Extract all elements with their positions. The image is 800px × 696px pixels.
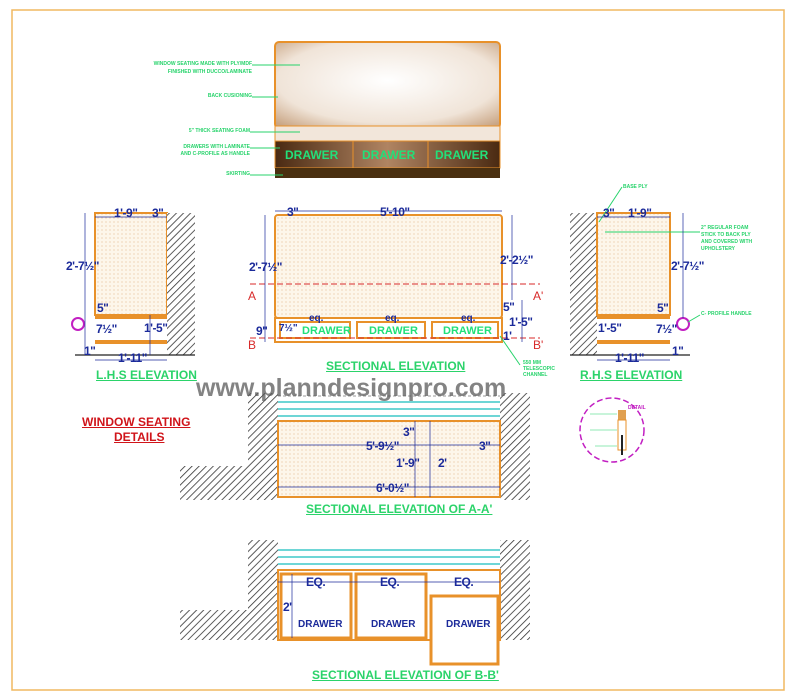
aa-dim-outer-width: 6'-0½"	[376, 481, 409, 495]
lhs-dim-1-5: 1'-5"	[144, 321, 168, 335]
rhs-note-foam-2: STICK TO BACK PLY	[701, 232, 751, 238]
rhs-title: R.H.S ELEVATION	[580, 368, 683, 382]
bb-drawer-2: DRAWER	[371, 619, 416, 630]
rhs-dim-1: 1"	[672, 344, 684, 358]
sec-drawer-2: DRAWER	[369, 325, 418, 337]
heading-line-1: WINDOW SEATING	[82, 415, 191, 429]
note-window-seating: WINDOW SEATING MADE WITH PLY/MDF	[153, 61, 252, 67]
note-c-profile: AND C-PROFILE AS HANDLE	[180, 151, 250, 157]
section-aa-drawing	[180, 393, 530, 500]
sec-dim-5: 5"	[503, 300, 515, 314]
rhs-dim-width: 1'-9"	[628, 206, 652, 220]
section-mark-b: B	[248, 338, 257, 352]
rhs-note-foam-1: 2" REGULAR FOAM	[701, 225, 749, 231]
bb-eq-3: EQ.	[454, 575, 474, 589]
rhs-note-foam-3: AND COVERED WITH	[701, 239, 753, 245]
rhs-dim-1-5: 1'-5"	[598, 321, 622, 335]
lhs-dim-1: 1"	[84, 344, 96, 358]
lhs-title: L.H.S ELEVATION	[96, 368, 197, 382]
sec-dim-3: 3"	[287, 205, 299, 219]
sec-eq-1: eq.	[309, 313, 324, 324]
rhs-dim-7half: 7½"	[656, 322, 677, 336]
sec-eq-2: eq.	[385, 313, 400, 324]
section-mark-a-prime: A'	[533, 289, 544, 303]
sheet-border	[11, 9, 785, 691]
rhs-dim-5: 5"	[657, 301, 669, 315]
note-skirting: SKIRTING	[226, 171, 250, 177]
lhs-dim-width: 1'-9"	[114, 206, 138, 220]
note-seating-foam: 5" THICK SEATING FOAM	[188, 128, 250, 134]
lhs-dim-height: 2'-7½"	[66, 259, 99, 273]
top-drawer-1: DRAWER	[285, 148, 339, 162]
sec-dim-9: 9"	[256, 324, 268, 338]
rhs-dim-height: 2'-7½"	[671, 259, 704, 273]
section-mark-b-prime: B'	[533, 338, 544, 352]
sec-dim-1-5: 1'-5"	[509, 315, 533, 329]
aa-dim-2: 2'	[438, 456, 447, 470]
note-finished: FINISHED WITH DUCCO/LAMINATE	[167, 69, 252, 75]
detail-label: DETAIL	[628, 405, 646, 411]
rhs-note-base-ply: BASE PLY	[623, 184, 648, 190]
sec-dim-1: 1'	[503, 329, 512, 343]
sec-drawer-1: DRAWER	[302, 325, 351, 337]
sec-dim-7half: 7½"	[279, 323, 298, 334]
top-render	[250, 41, 501, 178]
sec-dim-height: 2'-7½"	[249, 260, 282, 274]
lhs-dim-3: 3"	[152, 206, 164, 220]
bb-height: 2'	[283, 600, 292, 614]
top-drawer-2: DRAWER	[362, 148, 416, 162]
rhs-elevation-drawing	[570, 186, 701, 361]
channel-note-3: CHANNEL	[523, 372, 548, 378]
watermark: www.planndesignpro.com	[196, 374, 507, 402]
rhs-note-foam-4: UPHOLSTERY	[701, 246, 735, 252]
note-back-cushioning: BACK CUSIONING	[207, 93, 252, 99]
sec-drawer-3: DRAWER	[443, 325, 492, 337]
lhs-elevation-drawing	[71, 212, 195, 361]
top-drawer-3: DRAWER	[435, 148, 489, 162]
sec-dim-width: 5'-10"	[380, 205, 410, 219]
lhs-dim-5: 5"	[97, 301, 109, 315]
aa-dim-depth: 1'-9"	[396, 456, 420, 470]
aa-dim-3-top: 3"	[403, 425, 415, 439]
sectional-elevation-drawing	[250, 210, 540, 366]
bb-drawer-1: DRAWER	[298, 619, 343, 630]
section-bb-drawing	[180, 540, 530, 666]
lhs-dim-1-11: 1'-11"	[118, 351, 147, 365]
bb-eq-2: EQ.	[380, 575, 400, 589]
lhs-dim-7half: 7½"	[96, 322, 117, 336]
bb-title: SECTIONAL ELEVATION OF B-B'	[312, 668, 499, 682]
section-mark-a: A	[248, 289, 257, 303]
aa-dim-3-right: 3"	[479, 439, 491, 453]
sec-eq-3: eq.	[461, 313, 476, 324]
channel-note-1: 550 MM	[523, 360, 542, 366]
rhs-dim-3: 3"	[603, 206, 615, 220]
bb-eq-1: EQ.	[306, 575, 326, 589]
aa-dim-inner-width: 5'-9½"	[366, 439, 399, 453]
detail-callout	[579, 397, 645, 463]
rhs-dim-1-11: 1'-11"	[615, 351, 644, 365]
bb-drawer-3: DRAWER	[446, 619, 491, 630]
rhs-note-handle: C- PROFILE HANDLE	[701, 311, 752, 317]
aa-title: SECTIONAL ELEVATION OF A-A'	[306, 502, 493, 516]
sec-dim-back: 2'-2½"	[500, 253, 533, 267]
note-drawers: DRAWERS WITH LAMINATE	[183, 144, 250, 150]
sectional-title: SECTIONAL ELEVATION	[326, 359, 466, 373]
heading-line-2: DETAILS	[114, 430, 165, 444]
channel-note-2: TELESCOPIC	[523, 366, 555, 372]
